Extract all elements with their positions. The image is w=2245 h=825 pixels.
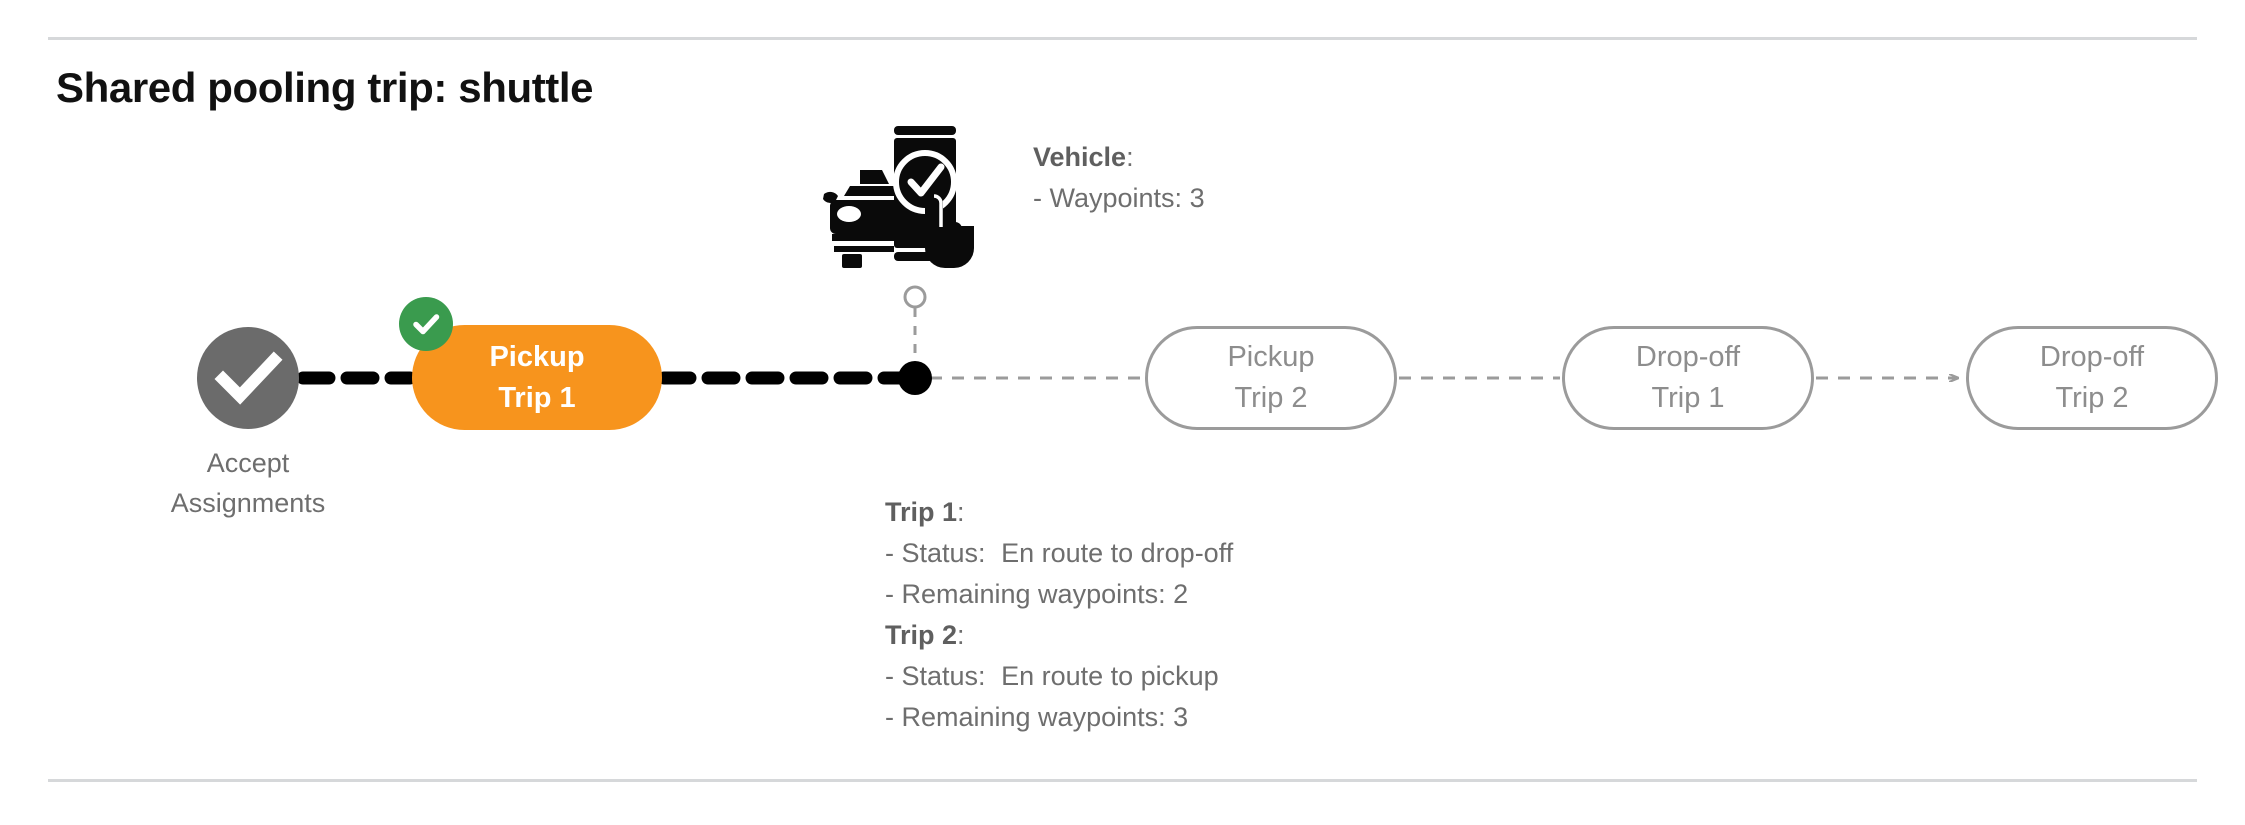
check-circle-icon: [214, 351, 283, 405]
trip2-status-label: - Status:: [885, 661, 986, 691]
trip1-status-label: - Status:: [885, 538, 986, 568]
vehicle-phone-check-icon: [822, 122, 988, 272]
vehicle-annotation-waypoints: - Waypoints: 3: [1033, 178, 1205, 219]
vehicle-waypoints-label: - Waypoints:: [1033, 183, 1183, 213]
node-pickup-trip-1-line-1: Pickup: [489, 340, 585, 373]
trip1-heading-text: Trip 1: [885, 497, 958, 527]
trip-annotation: Trip 1: - Status: En route to drop-off -…: [885, 492, 1233, 738]
vehicle-annotation: Vehicle: - Waypoints: 3: [1033, 137, 1205, 219]
node-pickup-trip-2-line-1: Pickup: [1227, 341, 1315, 373]
trip1-waypoints-value: 2: [1173, 579, 1189, 609]
top-divider: [48, 37, 2197, 40]
trip1-status-value: En route to drop-off: [1001, 538, 1234, 568]
node-pickup-trip-1[interactable]: Pickup Trip 1: [412, 325, 662, 430]
node-pickup-trip-1-line-2: Trip 1: [498, 381, 576, 414]
trip2-status: - Status: En route to pickup: [885, 656, 1233, 697]
trip2-waypoints-label: - Remaining waypoints:: [885, 702, 1166, 732]
trip2-waypoints-value: 3: [1173, 702, 1189, 732]
trip2-status-value: En route to pickup: [1001, 661, 1219, 691]
node-dropoff-trip-2[interactable]: Drop-off Trip 2: [1966, 326, 2218, 430]
trip1-waypoints-label: - Remaining waypoints:: [885, 579, 1166, 609]
trip2-heading: Trip 2:: [885, 615, 1233, 656]
node-dropoff-trip-1-line-2: Trip 1: [1651, 382, 1725, 414]
node-dropoff-trip-1-line-1: Drop-off: [1635, 341, 1741, 373]
accept-assignments-node[interactable]: [197, 327, 299, 429]
trip1-heading: Trip 1:: [885, 492, 1233, 533]
green-check-badge: [399, 297, 453, 351]
accept-assignments-label: Accept Assignments: [118, 443, 378, 523]
check-icon: [413, 314, 440, 335]
accept-label-line-1: Accept: [206, 448, 290, 478]
page-title: Shared pooling trip: shuttle: [56, 64, 594, 111]
vehicle-icon-anchor-circle: [903, 285, 927, 309]
trip2-heading-text: Trip 2: [885, 620, 958, 650]
vehicle-heading-colon: :: [1126, 142, 1134, 172]
node-dropoff-trip-2-line-2: Trip 2: [2055, 382, 2129, 414]
node-dropoff-trip-1[interactable]: Drop-off Trip 1: [1562, 326, 1814, 430]
trip1-waypoints: - Remaining waypoints: 2: [885, 574, 1233, 615]
accept-label-line-2: Assignments: [170, 488, 326, 518]
current-position-dot: [898, 361, 932, 395]
node-pickup-trip-2[interactable]: Pickup Trip 2: [1145, 326, 1397, 430]
vehicle-heading-text: Vehicle: [1033, 142, 1127, 172]
bottom-divider: [48, 779, 2197, 782]
trip2-waypoints: - Remaining waypoints: 3: [885, 697, 1233, 738]
vehicle-waypoints-value: 3: [1189, 183, 1205, 213]
trip1-heading-colon: :: [957, 497, 965, 527]
trip1-status: - Status: En route to drop-off: [885, 533, 1233, 574]
node-dropoff-trip-2-line-1: Drop-off: [2039, 341, 2145, 373]
trip2-heading-colon: :: [957, 620, 965, 650]
vehicle-annotation-heading: Vehicle:: [1033, 137, 1205, 178]
node-pickup-trip-2-line-2: Trip 2: [1234, 382, 1308, 414]
